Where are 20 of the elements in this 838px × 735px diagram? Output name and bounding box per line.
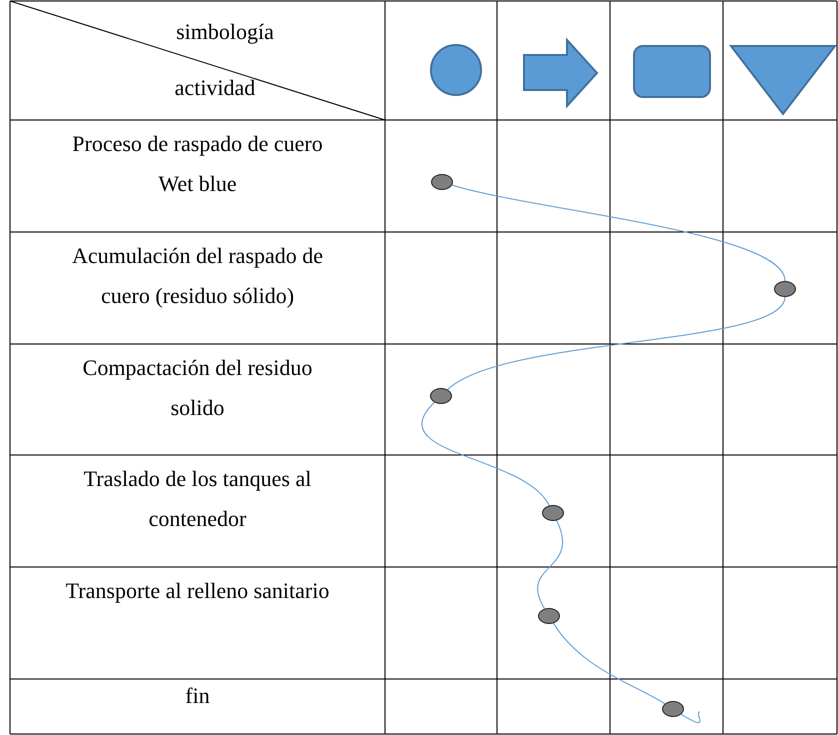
flow-point [662, 701, 684, 717]
flow-line [452, 184, 786, 282]
flow-point [542, 505, 564, 521]
flow-line [447, 296, 786, 390]
activity-label: Traslado de los tanques al contenedor [82, 465, 312, 533]
flow-point [430, 388, 452, 404]
flow-point [431, 174, 453, 190]
activity-label: Proceso de raspado de cuero Wet blue [71, 130, 324, 198]
flow-point [538, 608, 560, 624]
header-label: actividad [174, 74, 256, 102]
flow-line [421, 402, 550, 506]
flow-line [680, 712, 700, 724]
activity-label: Acumulación del raspado de cuero (residuo sólido) [70, 242, 324, 310]
flow-line [552, 622, 666, 704]
activity-label: fin [184, 682, 211, 710]
flow-point [774, 281, 796, 297]
activity-label: Transporte al relleno sanitario [65, 577, 330, 605]
activity-label: Compactación del residuo solido [82, 354, 314, 422]
flow-line [537, 520, 564, 610]
header-label: simbología [175, 18, 275, 46]
